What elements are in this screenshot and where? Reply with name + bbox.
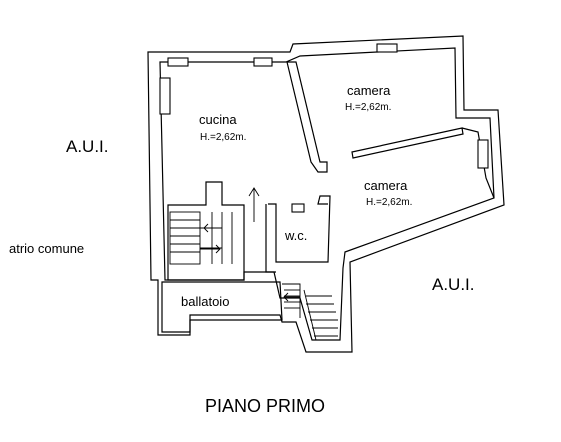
outer-wall-outline (147, 35, 505, 353)
wall-cucina-camera (286, 61, 328, 173)
plan-title: PIANO PRIMO (205, 396, 325, 416)
room-name-ballatoio: ballatoio (181, 294, 229, 309)
room-name-camera-bottom: camera (364, 178, 408, 193)
label-aui-right: A.U.I. (432, 275, 475, 294)
arrow-stairs-left-2 (200, 244, 221, 254)
wall-camera-camera (351, 127, 464, 159)
room-height-camera-top: H.=2,62m. (345, 102, 391, 113)
stairs-right (282, 283, 338, 341)
room-name-camera-top: camera (347, 83, 391, 98)
stair-frame-left (167, 181, 245, 281)
arrow-up-corridor (248, 187, 260, 222)
room-name-wc: w.c. (284, 228, 307, 243)
arrow-stairs-right (283, 292, 300, 302)
door-wc (291, 203, 305, 213)
window-cucina-right (253, 57, 273, 67)
window-left-wall (159, 77, 171, 115)
window-camera-top (376, 43, 398, 53)
room-height-cucina: H.=2,62m. (200, 132, 246, 143)
ballatoio-outline (161, 281, 283, 333)
wc-left-jamb (265, 204, 276, 273)
room-name-cucina: cucina (199, 112, 237, 127)
stairs-left (169, 211, 233, 265)
label-aui-left: A.U.I. (66, 137, 109, 156)
arrow-stairs-left-1 (203, 223, 222, 233)
label-atrio-comune: atrio comune (9, 241, 84, 256)
window-right-wall (477, 139, 489, 169)
wc-walls (268, 195, 331, 263)
window-cucina-left (167, 57, 189, 67)
room-height-camera-bottom: H.=2,62m. (366, 197, 412, 208)
